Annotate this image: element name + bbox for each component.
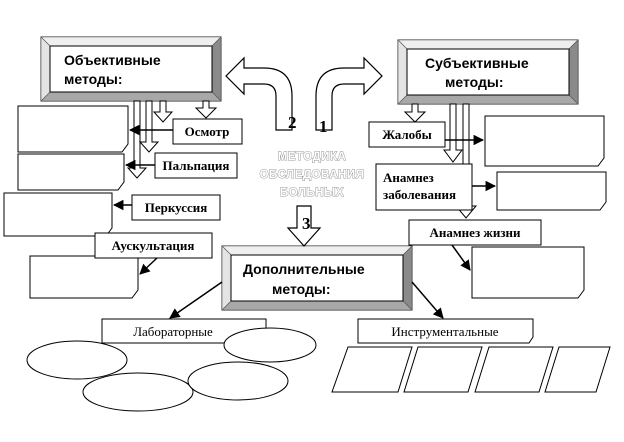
svg-text:Анамнез жизни: Анамнез жизни (429, 225, 521, 240)
additional-link-arrows (169, 281, 444, 319)
svg-text:заболевания: заболевания (383, 187, 456, 202)
subjective-item-anamnez-zabolevaniya: Анамнез заболевания (375, 163, 473, 211)
lab-ellipse (82, 372, 194, 412)
note-card (471, 246, 585, 299)
svg-text:Аускультация: Аускультация (112, 238, 195, 253)
subjective-hollow-connectors (403, 103, 478, 219)
subjective-item-anamnez-zhizni: Анамнез жизни (408, 219, 542, 246)
instrumental-box (331, 346, 413, 393)
note-card (17, 153, 125, 191)
curved-arrow-to-objective (225, 56, 293, 131)
additional-number: 3 (302, 214, 311, 233)
subjective-link-arrows (445, 134, 497, 271)
objective-link-arrows (112, 124, 173, 275)
center-line-2: ОБСЛЕДОВАНИЯ (260, 169, 365, 181)
objective-title-line2: методы: (64, 71, 123, 87)
note-card (29, 255, 139, 299)
lab-ellipses (26, 327, 317, 412)
center-line-1: МЕТОДИКА (278, 151, 347, 163)
center-line-3: БОЛЬНЫХ (280, 187, 344, 199)
lab-ellipse (26, 340, 128, 380)
objective-number: 2 (288, 113, 297, 132)
subjective-note-cards (471, 115, 607, 299)
svg-text:Инструментальные: Инструментальные (391, 324, 498, 339)
subjective-item-zhaloby: Жалобы (368, 121, 446, 148)
note-card (484, 115, 605, 167)
objective-methods-frame: Объективные методы: (40, 36, 222, 102)
objective-item-osmotr: Осмотр (172, 118, 243, 145)
additional-title-line2: методы: (272, 281, 331, 297)
svg-text:Лабораторные: Лабораторные (133, 324, 213, 339)
objective-item-perkussiya: Перкуссия (131, 194, 221, 221)
curved-arrow-to-subjective (315, 56, 383, 131)
instrumental-box (474, 346, 554, 393)
additional-item-instrumentalnye: Инструментальные (357, 318, 534, 344)
svg-text:Пальпация: Пальпация (163, 158, 230, 173)
down-arrow-to-additional (286, 205, 322, 247)
subjective-title-line2: методы: (445, 74, 504, 90)
objective-item-palpatsiya: Пальпация (154, 152, 238, 179)
lab-ellipse (223, 327, 317, 363)
objective-title-line1: Объективные (64, 52, 161, 68)
subjective-number: 1 (319, 117, 328, 136)
additional-methods-frame: Дополнительные методы: (221, 245, 413, 311)
note-card (496, 171, 607, 211)
note-card (3, 192, 113, 237)
svg-text:Жалобы: Жалобы (382, 127, 432, 142)
additional-title-line1: Дополнительные (243, 261, 365, 277)
svg-text:Осмотр: Осмотр (185, 124, 230, 139)
note-card (17, 105, 129, 153)
objective-item-auskultatsiya: Аускультация (94, 232, 213, 259)
additional-item-laboratornye: Лабораторные (101, 318, 267, 344)
instrumental-box (544, 346, 611, 393)
lab-ellipse (187, 361, 289, 401)
svg-text:Анамнез: Анамнез (383, 170, 434, 185)
instrumental-parallelograms (331, 346, 611, 393)
subjective-title-line1: Субъективные (425, 55, 529, 71)
svg-text:Перкуссия: Перкуссия (145, 200, 208, 215)
instrumental-box (403, 346, 483, 393)
subjective-methods-frame: Субъективные методы: (397, 39, 579, 105)
objective-note-cards (3, 105, 139, 299)
